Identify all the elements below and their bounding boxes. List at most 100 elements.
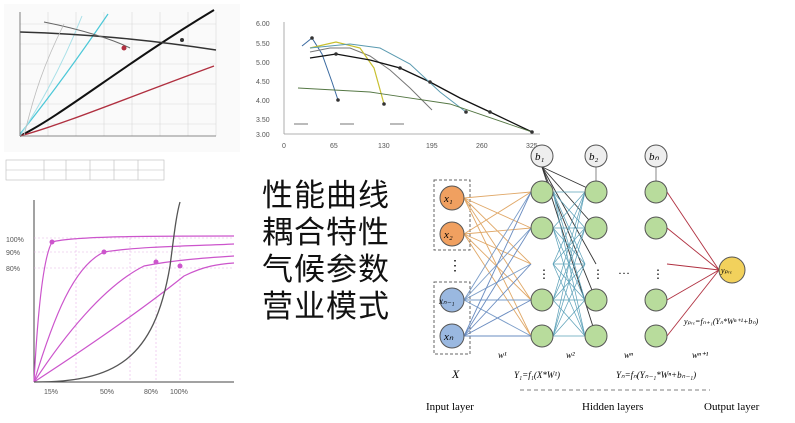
fan-x-label-80: 80%: [144, 389, 158, 396]
input-node-1: [439, 185, 465, 211]
fan-efficiency-chart: 100% 90% 80% 15% 50% 80% 100%: [4, 186, 240, 414]
weight-label-1: w¹: [498, 350, 507, 360]
curve-gray: [23, 23, 65, 137]
weight-label-n: wⁿ: [624, 350, 633, 360]
hidden-node: [584, 216, 608, 240]
fan-y-label-80: 80%: [6, 266, 20, 273]
fan-marker-3: [153, 259, 159, 265]
hidden-node: [530, 216, 554, 240]
input-group-top: [433, 179, 471, 251]
edge-hn-out: [666, 269, 720, 301]
fan-power-curve: [33, 201, 181, 383]
input-ellipsis: ⋮: [448, 259, 462, 274]
connections: [463, 166, 720, 337]
hidden-formula-n: Yₙ=fₙ(Yₙ₋₁*Wⁿ+bₙ₋₁): [616, 370, 696, 380]
edge-bias-h2: [541, 166, 597, 265]
input-node-n-label: xₙ: [443, 331, 454, 343]
fan-marker-2: [101, 249, 107, 255]
fan-marker-1: [49, 239, 55, 245]
edge-h1-h2: [552, 191, 586, 337]
line-x-tick-65: 65: [330, 143, 338, 150]
edge-h1-h2: [552, 191, 586, 265]
fan-chart-svg: 100% 90% 80% 15% 50% 80% 100%: [6, 200, 235, 396]
input-node-n-1-label: xₙ₋₁: [438, 296, 454, 306]
performance-curve-chart: [4, 4, 240, 152]
line-x-tick-325: 325: [526, 143, 538, 150]
fan-x-label-100: 100%: [170, 389, 188, 396]
fan-curve-2: [33, 243, 235, 383]
curve-top: [19, 31, 217, 51]
line-y-tick-450: 4.50: [256, 79, 270, 86]
edge-in-h1: [463, 191, 532, 337]
fan-y-label-90: 90%: [6, 250, 20, 257]
line-y-tick-400: 4.00: [256, 98, 270, 105]
edge-in-h1: [463, 299, 532, 337]
series-yellow: [309, 41, 385, 105]
edge-in-h1: [463, 263, 532, 337]
line-y-tick-500: 5.00: [256, 60, 270, 67]
hidden-formula-1: Y₁=f₁(X*W¹): [514, 370, 560, 380]
line-chart: 6.00 5.50 5.00 4.50 4.00 3.50 3.00 0 65 …: [250, 8, 550, 158]
line-y-tick-300: 3.00: [256, 132, 270, 139]
input-node-n: [439, 323, 465, 349]
hidden-ellipsis-n: ⋮: [652, 267, 664, 281]
edge-hn-out: [666, 263, 720, 271]
line-y-tick-350: 3.50: [256, 117, 270, 124]
hidden-node: [644, 324, 668, 348]
edge-h1-h2: [552, 227, 586, 337]
hidden-layers-label: Hidden layers: [582, 401, 643, 413]
edge-in-h1: [463, 191, 532, 199]
keyword-performance-curve: 性能曲线: [262, 178, 390, 214]
curve-marker-2: [180, 38, 184, 42]
curve-top-2: [43, 21, 131, 49]
keyword-list: 性能曲线 耦合特性 气候参数 营业模式: [262, 178, 402, 328]
hidden-node: [530, 324, 554, 348]
bias-label-2: b₂: [589, 151, 599, 163]
edge-hn-out: [666, 269, 720, 337]
hidden-node: [644, 216, 668, 240]
line-x-tick-130: 130: [378, 143, 390, 150]
input-node-n-1: [439, 287, 465, 313]
weight-label-n-plus-1: wⁿ⁺¹: [692, 350, 709, 360]
hidden-ellipsis-1: ⋮: [538, 267, 550, 281]
bias-node-2: [584, 144, 608, 168]
output-layer-label: Output layer: [704, 401, 760, 413]
line-x-tick-0: 0: [282, 143, 286, 150]
edge-in-h1: [463, 233, 532, 301]
edge-in-h1: [463, 227, 532, 235]
hidden-node: [644, 180, 668, 204]
edge-h1-h2: [552, 191, 586, 301]
bias-label-n: bₙ: [649, 151, 660, 163]
hidden-node: [530, 180, 554, 204]
hidden-dots: …: [618, 263, 630, 277]
edge-hn-out: [666, 191, 720, 271]
output-node: [718, 256, 746, 284]
hidden-node: [584, 288, 608, 312]
curve-marker: [121, 45, 127, 51]
edge-in-h1: [463, 227, 532, 337]
keyword-coupling-characteristics: 耦合特性: [262, 215, 390, 251]
edge-h1-h2: [552, 299, 586, 337]
series-blue-short: [301, 37, 339, 101]
edge-in-h1: [463, 191, 532, 301]
hidden-node: [644, 288, 668, 312]
input-group-bottom: [433, 281, 471, 355]
series-gray: [309, 47, 433, 111]
bias-label-1: b₁: [535, 151, 545, 163]
fan-marker-4: [177, 263, 183, 269]
nn-svg: x₁ x₂ xₙ₋₁ xₙ ⋮ b₁ b₂ bₙ ⋮ ⋮ ⋮ … yₚᵣₑ yₚ…: [426, 144, 760, 413]
edge-in-h1: [463, 191, 532, 235]
line-y-tick-600: 6.00: [256, 21, 270, 28]
series-green: [297, 87, 533, 133]
line-x-tick-260: 260: [476, 143, 488, 150]
fan-curve-3: [33, 255, 235, 383]
series-teal: [309, 43, 467, 113]
edge-h1-h2: [552, 191, 586, 229]
edge-bias-h2: [541, 166, 597, 229]
keyword-business-mode: 营业模式: [262, 289, 390, 325]
input-layer-label: Input layer: [426, 401, 474, 413]
line-x-tick-195: 195: [426, 143, 438, 150]
hidden-node: [584, 324, 608, 348]
edge-in-h1: [463, 233, 532, 337]
line-y-tick-550: 5.50: [256, 41, 270, 48]
